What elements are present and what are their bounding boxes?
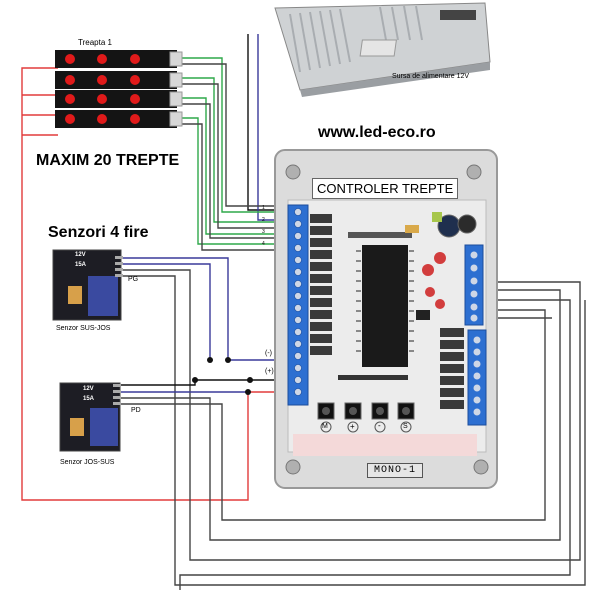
sensor1-pins: PG <box>128 276 139 283</box>
sensor2-15a: 15A <box>83 396 95 402</box>
led-strip <box>55 50 183 68</box>
channel-label: 2 <box>262 217 265 223</box>
left-terminal-block <box>287 204 332 406</box>
psu-label: Sursa de alimentare 12V <box>392 73 470 80</box>
sensor-jos-sus <box>59 382 121 452</box>
max-steps-title: MAXIM 20 TREPTE <box>36 152 180 169</box>
sensors-title: Senzori 4 fire <box>48 224 149 241</box>
led-strip <box>55 110 183 128</box>
sensor1-15a: 15A <box>75 262 87 268</box>
right-terminal-block <box>440 244 487 426</box>
button-s-label: S <box>403 423 408 430</box>
sensor-sus-jos <box>52 249 123 321</box>
button-minus-label: - <box>378 421 381 430</box>
power-supply <box>274 2 491 97</box>
board-name: MONO-1 <box>367 463 424 478</box>
sensor1-12v: 12V <box>75 252 86 258</box>
sensor2-pins: PD <box>131 407 141 414</box>
led-strip <box>55 90 183 108</box>
sensor2-12v: 12V <box>83 386 94 392</box>
capacitors <box>405 212 477 320</box>
site-url: www.led-eco.ro <box>318 124 436 141</box>
led-strip <box>55 71 183 89</box>
led-strip-group <box>55 50 183 128</box>
wires <box>21 34 586 590</box>
button-plus-label: + <box>350 422 355 431</box>
positive-label: (+) <box>265 368 274 375</box>
control-buttons <box>317 402 415 433</box>
sensor1-name: Senzor SUS-JOS <box>56 325 111 332</box>
negative-label: (-) <box>265 350 272 357</box>
microcontroller-chip <box>338 232 414 380</box>
sensor2-name: Senzor JOS-SUS <box>60 459 115 466</box>
channel-label: 4 <box>262 241 265 247</box>
channel-label: 3 <box>262 229 265 235</box>
channel-label: 1 <box>262 205 265 211</box>
strip-label: Treapta 1 <box>78 38 112 47</box>
button-m-label: M <box>322 423 328 430</box>
controller-label: CONTROLER TREPTE <box>312 178 459 199</box>
